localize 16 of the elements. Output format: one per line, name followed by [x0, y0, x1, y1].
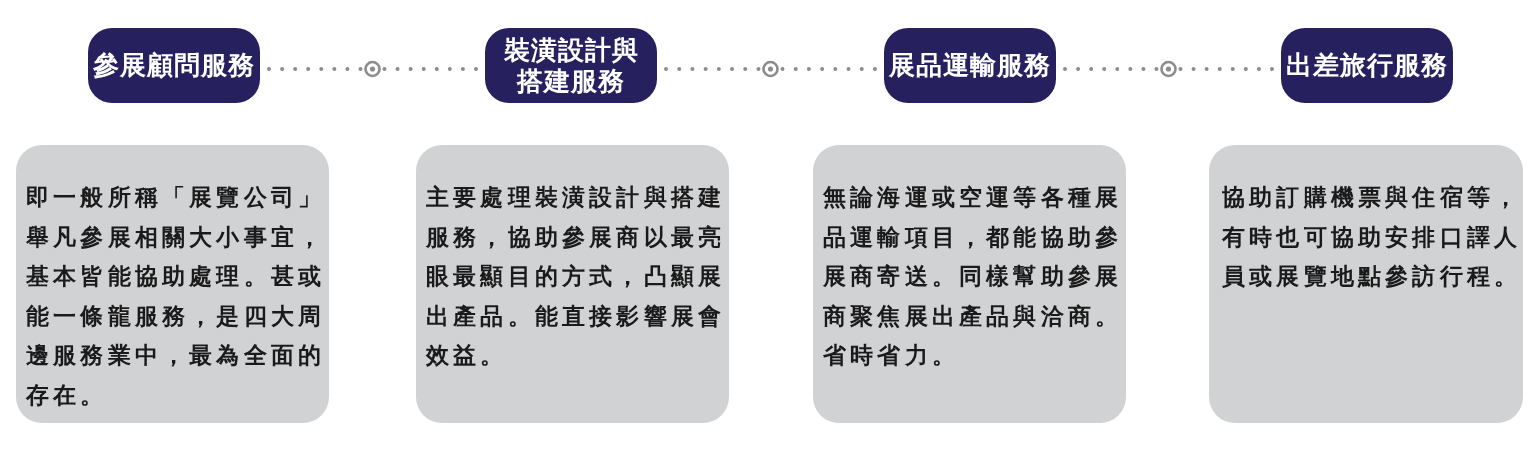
description-card: [1209, 145, 1523, 423]
description-card: [16, 145, 329, 423]
service-title-pill: [1281, 28, 1453, 103]
service-title-pill: [884, 28, 1056, 103]
service-title: 裝潢設計與搭建服務: [502, 34, 640, 97]
description-card: [416, 145, 729, 423]
service-title: 展品運輸服務: [889, 50, 1051, 81]
description-text: 主要處理裝潢設計與搭建服務，協助參展商以最亮眼最顯目的方式，凸顯展出產品。能直接影響展會效益。: [426, 183, 726, 370]
service-title-pill: [88, 28, 260, 103]
service-title-pill: [485, 28, 657, 103]
description-card: [813, 145, 1126, 423]
description-text: 協助訂購機票與住宿等，有時也可協助安排口譯人員或展覽地點參訪行程。: [1222, 183, 1522, 291]
service-title: 參展顧問服務: [93, 50, 255, 81]
service-title: 出差旅行服務: [1286, 50, 1448, 81]
description-text: 無論海運或空運等各種展品運輸項目，都能協助參展商寄送。同樣幫助參展商聚焦展出產品與洽商。省時省力。: [823, 183, 1123, 370]
description-text: 即一般所稱「展覽公司」舉凡參展相關大小事宜，基本皆能協助處理。甚或能一條龍服務，是四大周邊服務業中，最為全面的存在。: [26, 183, 326, 410]
